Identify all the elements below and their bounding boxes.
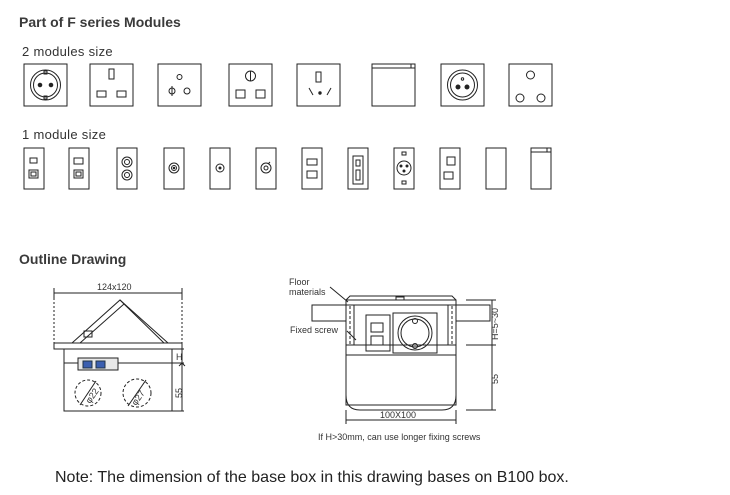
- section-1module-label: 1 module size: [22, 127, 107, 142]
- right-bottom-dim: 100X100: [380, 410, 416, 420]
- floor-label-1: Floor: [289, 277, 310, 287]
- module-1-usb-charger: [439, 147, 461, 190]
- page-title: Part of F series Modules: [19, 14, 181, 30]
- module-1-blank-plate: [485, 147, 507, 190]
- right-side-dim: 55: [490, 374, 500, 384]
- left-hole2-dim: φ27: [129, 388, 146, 407]
- left-top-dim: 124x120: [97, 282, 132, 292]
- right-h-dim: H=5~30: [490, 308, 500, 340]
- module-1-hdmi-usb: [301, 147, 323, 190]
- module-1-tv-coax: [209, 147, 231, 190]
- module-2-french-socket: [440, 63, 485, 107]
- module-1-rj11-data: [68, 147, 90, 190]
- right-caption: If H>30mm, can use longer fixing screws: [318, 432, 481, 442]
- left-h-label: H: [176, 352, 183, 362]
- section-2module-label: 2 modules size: [22, 44, 113, 59]
- module-2-india-socket: [157, 63, 202, 107]
- module-2-uk-socket: [89, 63, 134, 107]
- module-1-double-av: [116, 147, 138, 190]
- module-2-blank-plate: [371, 63, 416, 107]
- outline-drawing-left: [53, 288, 186, 412]
- outline-title: Outline Drawing: [19, 251, 127, 267]
- floor-label-2: materials: [289, 287, 326, 297]
- fixed-screw-label: Fixed screw: [290, 325, 339, 335]
- left-side-dim: 55: [174, 388, 184, 398]
- module-2-au-socket: [296, 63, 341, 107]
- module-1-vga: [347, 147, 369, 190]
- footnote: Note: The dimension of the base box in t…: [55, 469, 569, 486]
- module-1-rj45-data: [23, 147, 45, 190]
- module-2-3pin-round-socket: [508, 63, 553, 107]
- module-2-universal-socket: [228, 63, 273, 107]
- module-1-single-av: [163, 147, 185, 190]
- module-2-schuko: [23, 63, 68, 107]
- outline-drawing-right: [311, 286, 496, 424]
- module-1-xlr: [393, 147, 415, 190]
- module-1-audio: [255, 147, 277, 190]
- left-hole1-dim: φ22: [83, 386, 100, 405]
- module-1-blank-plate-lid: [530, 147, 552, 190]
